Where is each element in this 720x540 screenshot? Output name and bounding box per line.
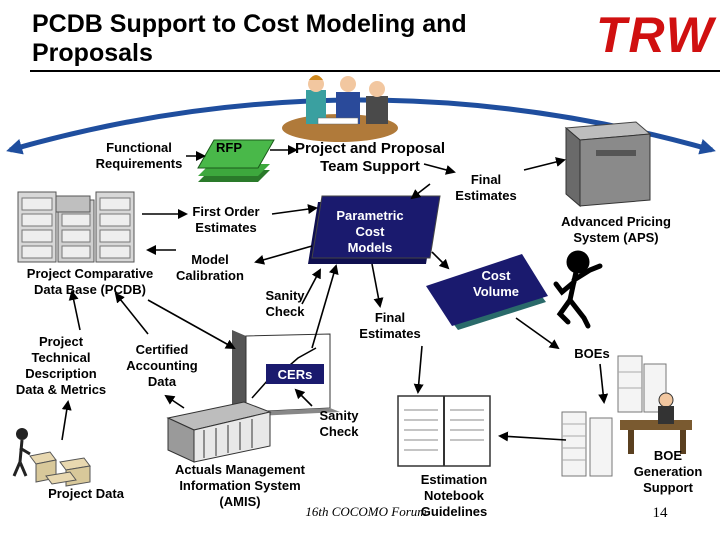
arrow-building-to-accounting (164, 394, 185, 409)
parametric-models-label: Parametric Cost Models (336, 208, 404, 255)
arrow-accounting-to-cabinet (114, 292, 149, 335)
page-number: 14 (652, 505, 668, 521)
arrow-parametric-to-final-mid (371, 263, 384, 308)
computer-tower-icon (564, 121, 652, 208)
arrow-sanity2-to-cers (294, 388, 313, 407)
arrow-project-data-to-tech (61, 400, 72, 441)
office-building-icon (166, 401, 272, 463)
cost-volume-label: Cost Volume (473, 268, 519, 299)
estimation-notebook-icon (397, 395, 491, 467)
cers-label: CERs (277, 367, 313, 382)
stick-figure-icon (553, 250, 603, 329)
rfp-label: RFP (216, 140, 242, 155)
team-support-label: Project and Proposal Team Support (294, 140, 446, 175)
parametric-models-box (308, 195, 441, 264)
first-order-estimates-label: First Order Estimates (192, 204, 260, 235)
arrow-notebook-up (413, 345, 424, 394)
person-with-boxes-icon (12, 428, 91, 487)
filing-cabinet-icon (17, 191, 135, 263)
model-calibration-label: Model Calibration (176, 252, 244, 283)
arrow-parametric-to-calibration (254, 245, 313, 265)
sanity-check-1-label: Sanity Check (265, 288, 305, 319)
title-divider (30, 70, 720, 72)
sanity-check-2-label: Sanity Check (319, 408, 359, 439)
arrow-team-to-final (423, 163, 456, 175)
arrow-sanity-to-parametric (301, 268, 321, 305)
arrow-boes-to-boe-gen (598, 363, 609, 404)
cers-chart-icon (232, 330, 340, 416)
meeting-people-icon (282, 75, 398, 142)
arrow-cost-volume-to-boes (515, 317, 560, 350)
arrow-cers-to-parametric (311, 264, 339, 349)
arrow-team-to-parametric (410, 183, 431, 200)
cost-volume-stack (426, 254, 548, 330)
functional-requirements-label: Functional Requirements (95, 140, 183, 171)
arrow-cabinet-to-cers (147, 299, 236, 349)
advanced-pricing-label: Advanced Pricing System (APS) (561, 214, 671, 245)
logo-text: TRW (596, 7, 715, 63)
page-title: PCDB Support to Cost Modeling and Propos… (32, 10, 467, 67)
boe-paper-stacks-icon (561, 355, 692, 477)
amis-label: Actuals Management Information System (A… (174, 462, 306, 509)
pcdb-label: Project Comparative Data Base (PCDB) (26, 266, 154, 297)
project-technical-label: Project Technical Description Data & Met… (15, 334, 107, 397)
project-data-label: Project Data (48, 486, 124, 501)
estimation-notebook-label: Estimation Notebook Guidelines (420, 472, 488, 519)
arrow-tech-data-to-cabinet (68, 290, 81, 331)
trw-logo: TRW (596, 6, 720, 64)
arrow-first-order-to-parametric (271, 204, 318, 215)
arrow-parametric-to-cost-volume (431, 251, 450, 270)
certified-accounting-label: Certified Accounting Data (126, 342, 198, 389)
final-estimates-mid-label: Final Estimates (359, 310, 421, 341)
rfp-document-icon (197, 139, 275, 182)
boes-label: BOEs (574, 346, 610, 361)
boe-generation-label: BOE Generation Support (633, 448, 703, 495)
footer-text: 16th COCOMO Forum (305, 504, 427, 519)
arrow-final-to-aps (523, 157, 566, 171)
arrow-boe-to-notebook (498, 431, 567, 442)
final-estimates-top-label: Final Estimates (455, 172, 517, 203)
